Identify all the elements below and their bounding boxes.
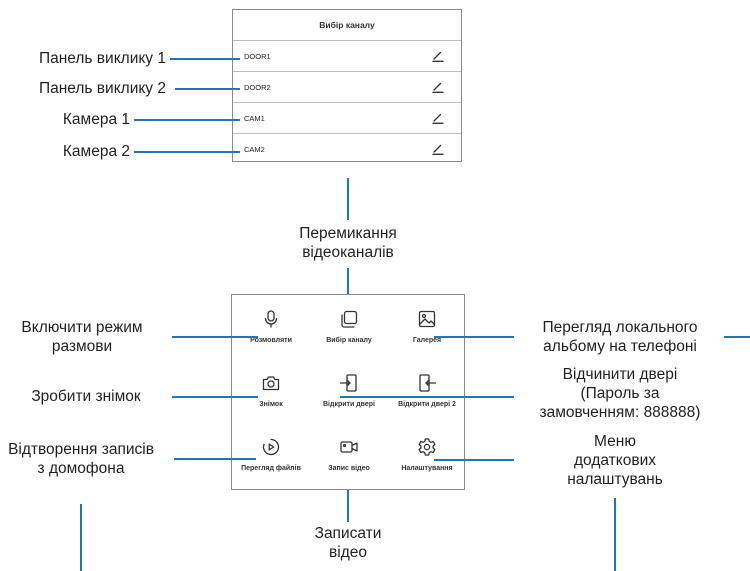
grid-label: Запис відео [328, 465, 370, 472]
playback-label: Відтворення записів з домофона [0, 440, 168, 478]
edit-pencil-icon[interactable] [432, 112, 444, 124]
record-video-button[interactable]: Запис відео [310, 423, 388, 487]
callout-text-line: Перегляд локального [542, 319, 698, 336]
gallery-button[interactable]: Галерея [388, 295, 466, 359]
callout-text-line: (Пароль за [580, 385, 660, 402]
callout-line [172, 396, 258, 398]
callout-line [340, 396, 514, 398]
callout-line [347, 268, 349, 308]
grid-label: Відкрити двері 2 [398, 401, 456, 408]
callout-cam2-label: Камера 2 [62, 143, 130, 160]
callout-line [175, 88, 240, 90]
callout-line [80, 504, 82, 571]
callout-line [434, 336, 514, 338]
channel-row-door1[interactable]: DOOR1 [233, 41, 461, 72]
callout-text-line: Відтворення записів [8, 441, 154, 458]
callout-text-line: відеоканалів [302, 244, 394, 261]
callout-text-line: альбому на телефоні [543, 338, 697, 355]
callout-line [347, 178, 349, 220]
callout-text-line: додаткових [574, 452, 656, 469]
callout-door2-label: Панель виклику 2 [38, 80, 166, 97]
channel-name: CAM2 [244, 145, 265, 154]
callout-text-line: Записати [314, 525, 382, 542]
callout-line [134, 119, 240, 121]
channel-select-panel: Вибір каналу DOOR1 DOOR2 CAM1 CAM2 [232, 9, 462, 162]
play-files-icon [262, 438, 280, 456]
callout-line [347, 490, 349, 522]
callout-line [614, 498, 616, 571]
channel-name: CAM1 [244, 113, 265, 123]
channel-select-icon [341, 310, 358, 328]
callout-text-line: Включити режим [21, 319, 143, 336]
channel-name: DOOR2 [244, 82, 271, 92]
edit-pencil-icon[interactable] [432, 143, 444, 155]
channel-row-door2[interactable]: DOOR2 [233, 72, 461, 103]
grid-label: Вибір каналу [326, 337, 372, 344]
callout-door1-label: Панель виклику 1 [38, 50, 166, 67]
callout-text-line: Перемикання [299, 225, 397, 242]
talk-button[interactable]: Розмовляти [232, 295, 310, 359]
switch-channels-label: Перемикання відеоканалів [268, 224, 428, 262]
callout-text-line: відео [329, 544, 367, 561]
channel-name: DOOR1 [244, 51, 271, 61]
record-video-label: Записати відео [268, 524, 428, 562]
callout-line [172, 336, 258, 338]
callout-text-line: Відчинити двері [562, 366, 678, 383]
grid-label: Розмовляти [250, 337, 292, 344]
edit-pencil-icon[interactable] [432, 81, 444, 93]
local-album-label: Перегляд локального альбому на телефоні [520, 318, 720, 356]
channel-row-cam1[interactable]: CAM1 [233, 103, 461, 134]
gallery-icon [418, 310, 436, 328]
callout-text-line: налаштувань [567, 471, 663, 488]
callout-text-line: замовченням: 888888) [539, 404, 701, 421]
channel-panel-title: Вибір каналу [233, 10, 461, 41]
edit-pencil-icon[interactable] [432, 50, 444, 62]
settings-menu-label: Меню додаткових налаштувань [520, 432, 710, 489]
snapshot-button[interactable]: Знімок [232, 359, 310, 423]
channel-select-button[interactable]: Вибір каналу [310, 295, 388, 359]
grid-label: Галерея [412, 337, 442, 344]
callout-text-line: з домофона [37, 460, 125, 477]
settings-button[interactable]: Налаштування [388, 423, 466, 487]
functions-grid: Розмовляти Вибір каналу Галерея Знімок В… [231, 294, 465, 490]
callout-line [174, 458, 256, 460]
callout-line [134, 151, 240, 153]
open-door-label: Відчинити двері (Пароль за замовченням: … [520, 365, 720, 422]
grid-label: Перегляд файлів [241, 465, 301, 472]
callout-text-line: размови [51, 338, 113, 355]
callout-line [434, 459, 514, 461]
grid-label: Налаштування [401, 465, 453, 472]
open-door-button[interactable]: Відкрити двері [310, 359, 388, 423]
camera-icon [262, 376, 280, 391]
snapshot-label: Зробити знімок [31, 388, 141, 405]
open-door-icon [339, 374, 357, 392]
grid-label: Відкрити двері [323, 401, 375, 408]
video-record-icon [340, 441, 358, 453]
settings-gear-icon [418, 438, 436, 456]
view-files-button[interactable]: Перегляд файлів [232, 423, 310, 487]
microphone-icon [264, 310, 278, 328]
callout-cam1-label: Камера 1 [62, 111, 130, 128]
channel-row-cam2[interactable]: CAM2 [233, 134, 461, 165]
grid-label: Знімок [259, 401, 283, 408]
callout-text-line: Меню [594, 433, 636, 450]
open-door-2-icon [419, 374, 437, 392]
open-door-2-button[interactable]: Відкрити двері 2 [388, 359, 466, 423]
talk-mode-label: Включити режим размови [0, 318, 164, 356]
callout-line [724, 336, 750, 338]
callout-line [170, 58, 240, 60]
